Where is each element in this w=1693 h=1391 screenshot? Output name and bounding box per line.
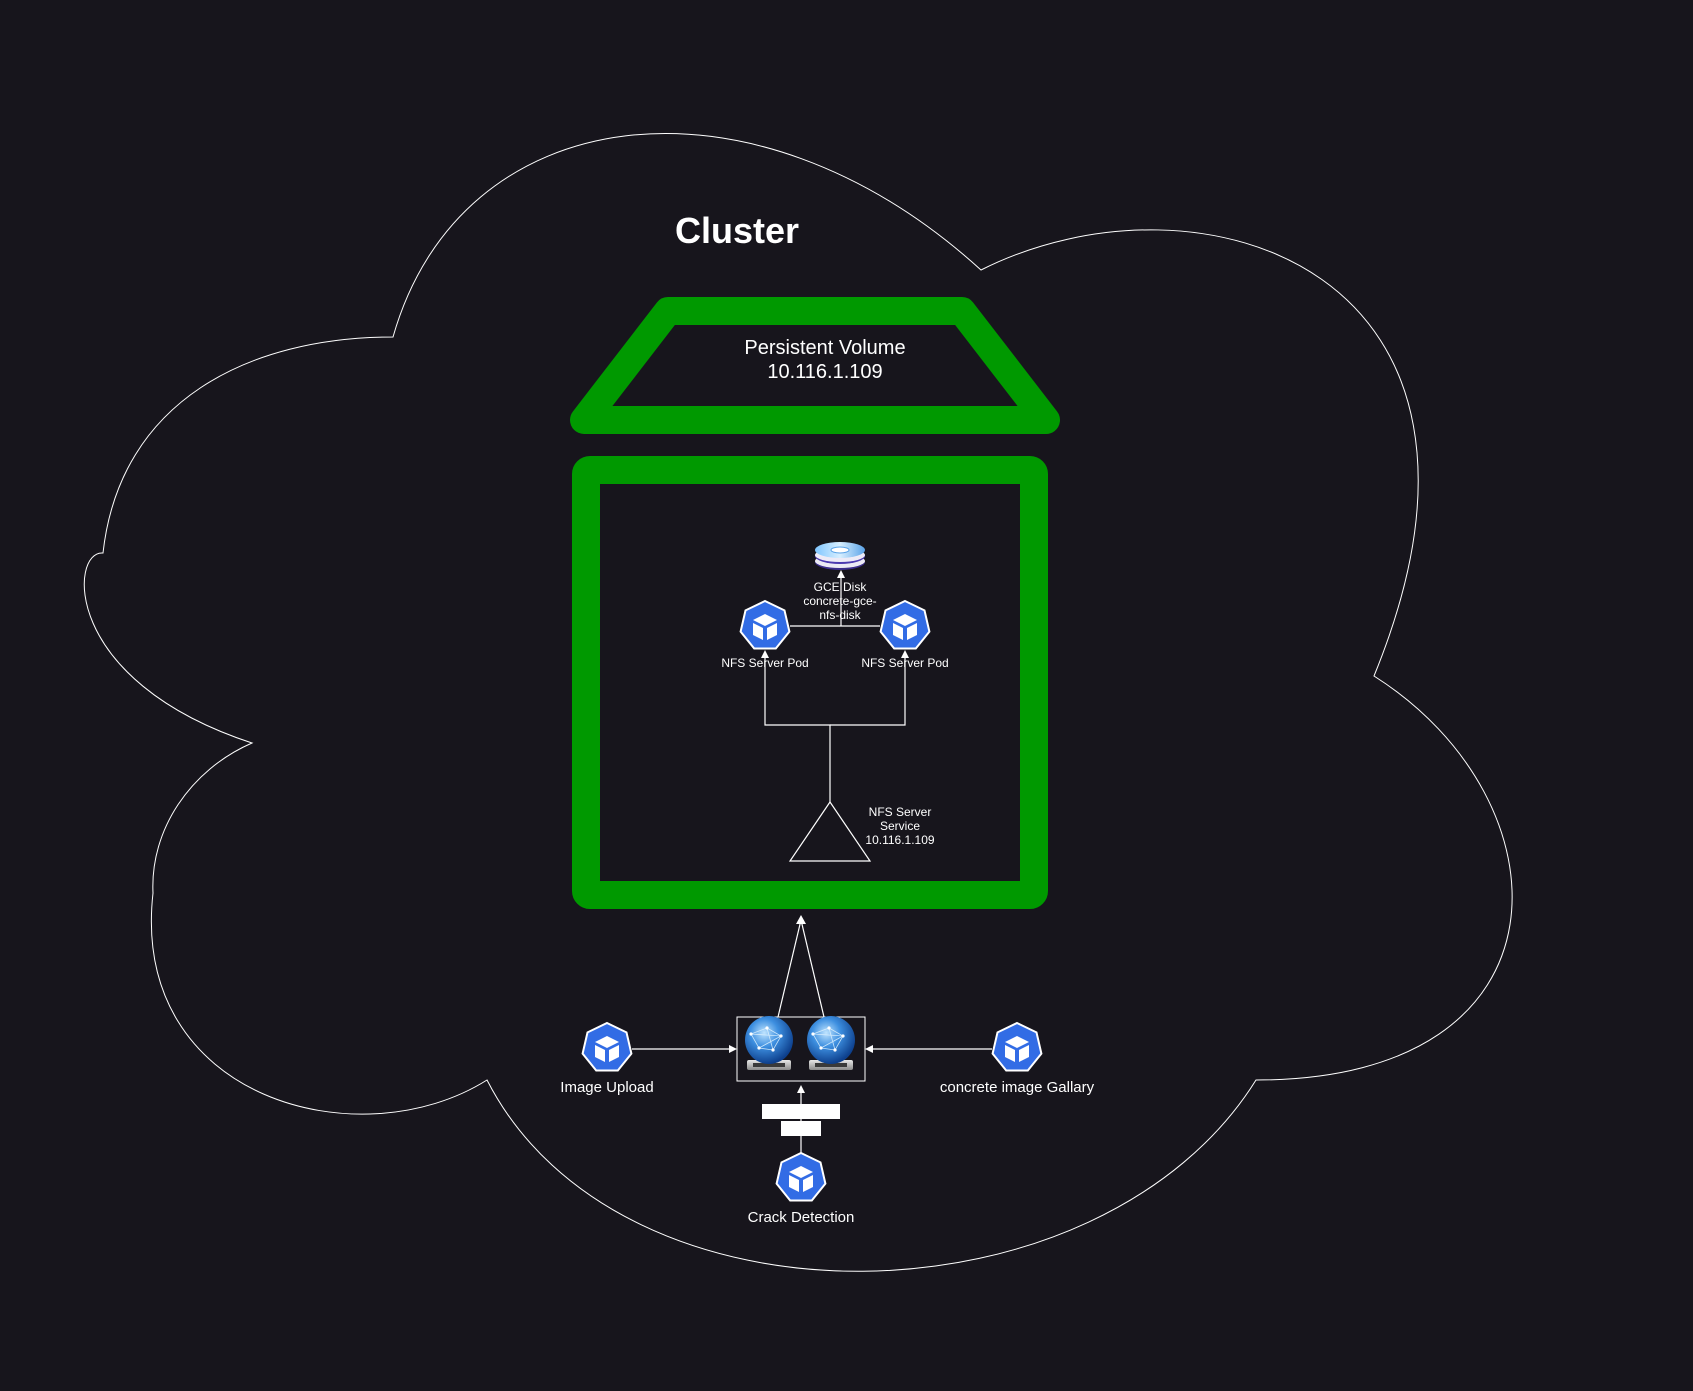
crack-detection-label: Crack Detection (748, 1209, 855, 1226)
upload-connector (632, 1045, 737, 1053)
gallery-service: concrete image Gallary (940, 1022, 1095, 1096)
image-upload-service: Image Upload (560, 1022, 654, 1096)
kubernetes-pod-icon (879, 600, 931, 650)
nfs-service-label-1: NFS Server (869, 805, 932, 819)
nfs-server-pods-label-1: NFS Server (770, 1105, 833, 1119)
image-upload-label: Image Upload (560, 1079, 653, 1096)
gallery-connector (865, 1045, 992, 1053)
kubernetes-pod-icon (775, 1152, 827, 1202)
triangle-service-icon (788, 800, 872, 862)
persistent-volume-label: Persistent Volume (744, 337, 905, 359)
nfs-service-label-3: 10.116.1.109 (865, 833, 935, 847)
nfs-server-pods-label: NFS Server Pods (762, 1104, 840, 1136)
pod-disk-connector (790, 570, 880, 627)
gce-disk-label-2: concrete-gce- (803, 594, 876, 608)
disk-stack-icon (815, 542, 865, 570)
service-pod-connector (761, 650, 909, 802)
gallery-label: concrete image Gallary (940, 1079, 1095, 1096)
persistent-volume-shape (570, 297, 1060, 434)
kubernetes-pod-icon (991, 1022, 1043, 1072)
persistent-volume-ip: 10.116.1.109 (767, 361, 882, 383)
kubernetes-pod-icon (581, 1022, 633, 1072)
gce-disk-label-3: nfs-disk (819, 608, 861, 622)
cluster-title: Cluster (675, 210, 799, 251)
web-server-globe-icon (744, 1015, 794, 1071)
crack-detection-connector (797, 1085, 805, 1155)
gce-disk-label-1: GCE Disk (814, 580, 868, 594)
server-to-volume-connector (777, 915, 825, 1018)
crack-detection-service: Crack Detection (748, 1152, 855, 1226)
web-server-globe-icon (806, 1015, 856, 1071)
volume-claim-box (572, 456, 1048, 909)
nfs-server-pods-label-2: Pods (787, 1122, 814, 1136)
kubernetes-pod-icon (739, 600, 791, 650)
cluster-cloud-boundary (83, 133, 1513, 1272)
nfs-service-label-2: Service (880, 819, 920, 833)
